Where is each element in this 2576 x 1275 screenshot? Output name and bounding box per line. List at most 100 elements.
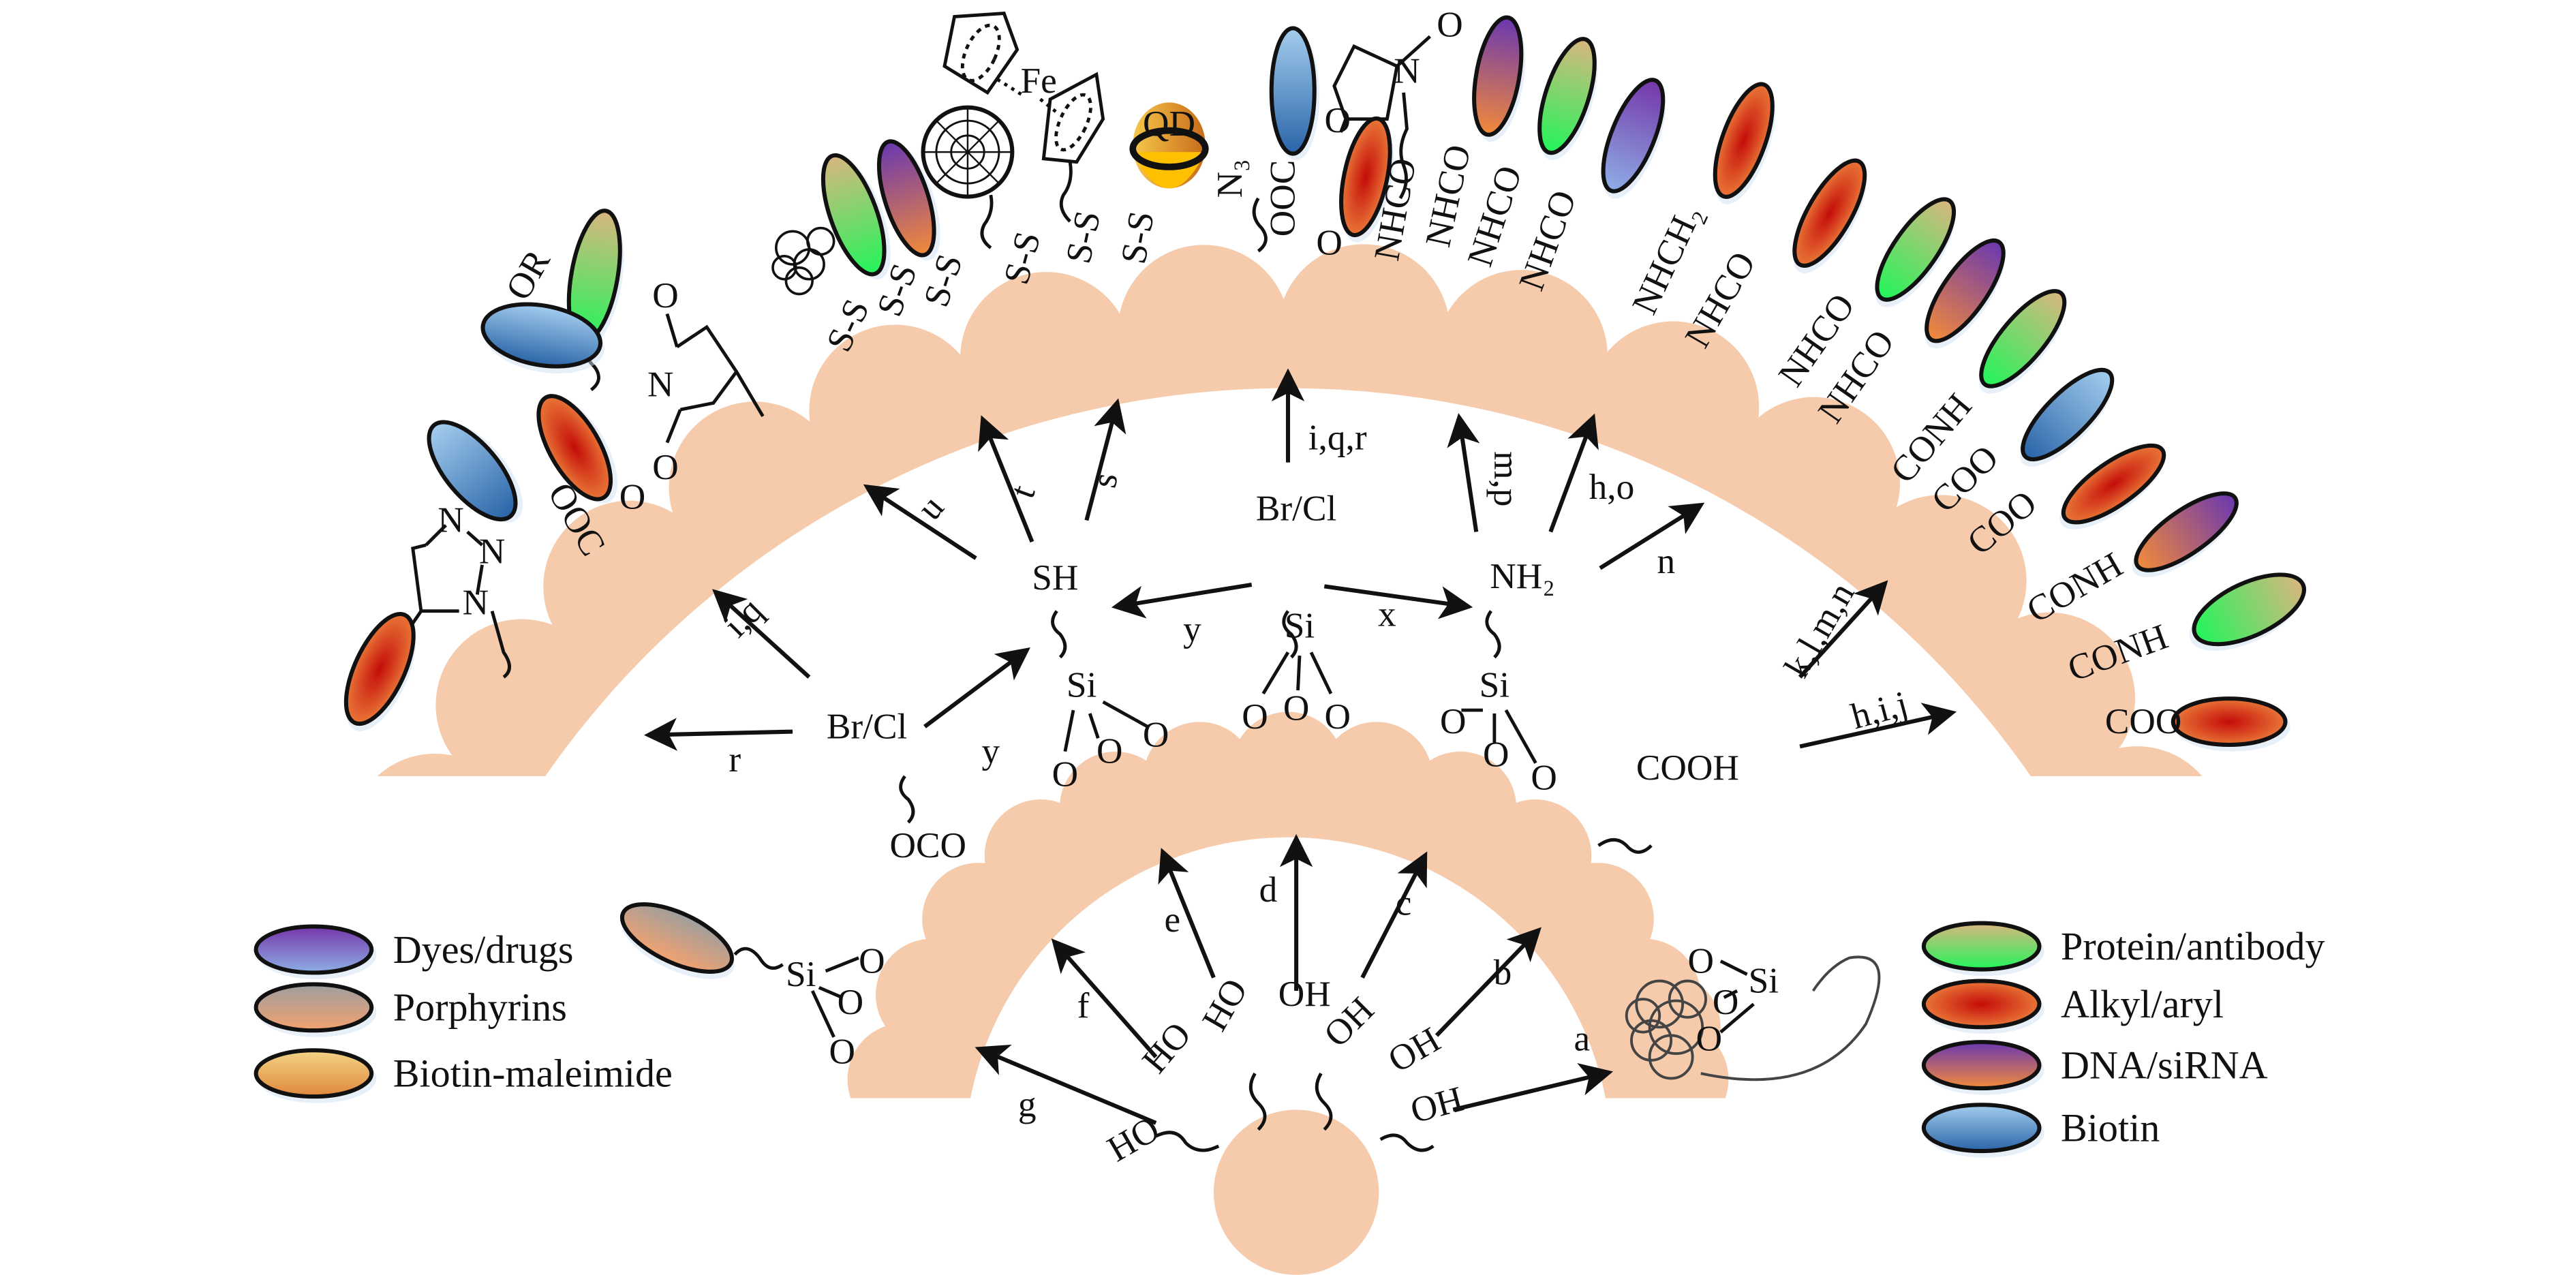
biotin-particle [2020, 367, 2115, 467]
legend-swatch-dye [254, 924, 377, 980]
alkyl-particle [536, 394, 618, 504]
biotin-particle [1269, 26, 1320, 161]
legend-label: Biotin [2061, 1106, 2160, 1150]
chem-label: N [438, 500, 464, 540]
chem-label: Si [1285, 606, 1315, 646]
chem-label: O [1483, 734, 1509, 774]
reaction-arrow [1452, 1063, 1614, 1112]
chem-label: m,p [1486, 451, 1527, 506]
chem-label: Si [786, 954, 816, 994]
chem-label: O [1696, 1018, 1723, 1058]
legend-swatch-porphyrin [254, 982, 377, 1037]
chem-label: N [647, 365, 673, 405]
outer-silica-shell [377, 244, 2203, 777]
legend-label: Dyes/drugs [393, 927, 574, 972]
chem-label: O [829, 1032, 856, 1072]
chem-label: e [1165, 900, 1181, 940]
reaction-arrow [1799, 703, 1957, 749]
chem-label: r [729, 739, 741, 780]
alkyl-particle [2171, 696, 2290, 752]
protein-particle [1537, 37, 1598, 161]
chem-label: O [1713, 982, 1739, 1022]
chem-label: SH [1032, 557, 1078, 598]
chem-label: O [1440, 701, 1467, 741]
chem-label: OR [498, 243, 558, 307]
chem-label: COOH [1636, 748, 1739, 788]
porphyrin-particle [619, 902, 735, 979]
protein-particle [566, 209, 624, 348]
legend-swatch-dna [1921, 1040, 2044, 1095]
chem-label: NHCO [1677, 245, 1764, 354]
legend-label: Biotin-maleimide [393, 1051, 673, 1096]
functional-group-particles [343, 15, 2306, 979]
polymer-coil-right [1625, 955, 1881, 1081]
chem-label: O [1242, 696, 1268, 737]
legend-swatch-biotin [1921, 1103, 2044, 1158]
chem-label: COO [2105, 701, 2182, 741]
legend-swatch-biotinmal [254, 1048, 377, 1103]
polymer-coil-top [771, 226, 835, 296]
reaction-arrow [644, 718, 793, 751]
dye-particle [1601, 78, 1666, 199]
reaction-arrow [1323, 584, 1473, 619]
maleimide-ring [1332, 35, 1432, 200]
chem-label: i,q,r [1308, 417, 1367, 457]
reaction-arrow [1360, 851, 1428, 979]
chem-label: O [1531, 757, 1557, 797]
chem-label: OH [1278, 974, 1331, 1014]
reaction-arrow [712, 589, 811, 679]
reaction-arrow [1111, 582, 1253, 619]
chem-label: O [1283, 688, 1310, 728]
chemical-structures [395, 12, 1881, 1152]
chem-label: O [1324, 696, 1351, 737]
alkyl-particle [1339, 116, 1394, 243]
dna-particle [2132, 491, 2239, 578]
core-particle [1213, 1109, 1379, 1275]
ferrocene-ring-top [942, 12, 1019, 95]
reaction-arrow [863, 484, 977, 560]
chem-label: Br/Cl [827, 706, 907, 746]
chem-label: O [838, 982, 864, 1022]
chem-label: O [1437, 4, 1463, 44]
shell-interior [545, 388, 2031, 777]
chem-label: O [652, 275, 679, 316]
chem-label: OCO [890, 825, 967, 865]
chem-label: N₃ [1210, 159, 1250, 198]
chem-label: Si [1067, 665, 1097, 705]
legend-label: DNA/siRNA [2061, 1043, 2268, 1087]
chem-label: O [1143, 714, 1169, 754]
inner-interior [970, 837, 1606, 1099]
shell-band [485, 338, 2091, 777]
coated-particle [1614, 974, 1721, 1080]
chem-label: O [1316, 222, 1343, 262]
shell-bump [377, 754, 493, 777]
succinimide-ring [665, 313, 765, 444]
reaction-arrow [1447, 413, 1480, 532]
reaction-arrow [1599, 502, 1705, 570]
chem-label: y [1183, 609, 1201, 649]
reaction-arrow [1798, 580, 1888, 679]
chem-label: N [479, 531, 506, 571]
inner-silica-shell [847, 711, 1729, 1099]
chem-label: y [982, 731, 1000, 771]
chem-label: QD [1143, 104, 1195, 144]
chem-label: O [652, 447, 679, 487]
dna-particle [876, 139, 940, 261]
chem-label: n [1657, 541, 1676, 581]
alkyl-particle [1792, 158, 1867, 273]
reaction-arrow [1548, 413, 1599, 533]
reaction-arrow [1051, 938, 1158, 1058]
protein-particle [1979, 289, 2067, 394]
chem-label: O [1324, 100, 1351, 140]
chem-label: NHCO [1511, 185, 1584, 296]
chem-label: g [1018, 1084, 1037, 1124]
chem-label: a [1574, 1018, 1590, 1058]
legend-swatch-alkyl [1921, 979, 2044, 1034]
reaction-arrow [1084, 398, 1126, 521]
chem-label: b [1494, 952, 1512, 992]
biotin-particle [427, 420, 523, 523]
chem-label: O [859, 940, 885, 981]
legend-label: Porphyrins [393, 985, 567, 1030]
reaction-arrow [923, 647, 1030, 728]
